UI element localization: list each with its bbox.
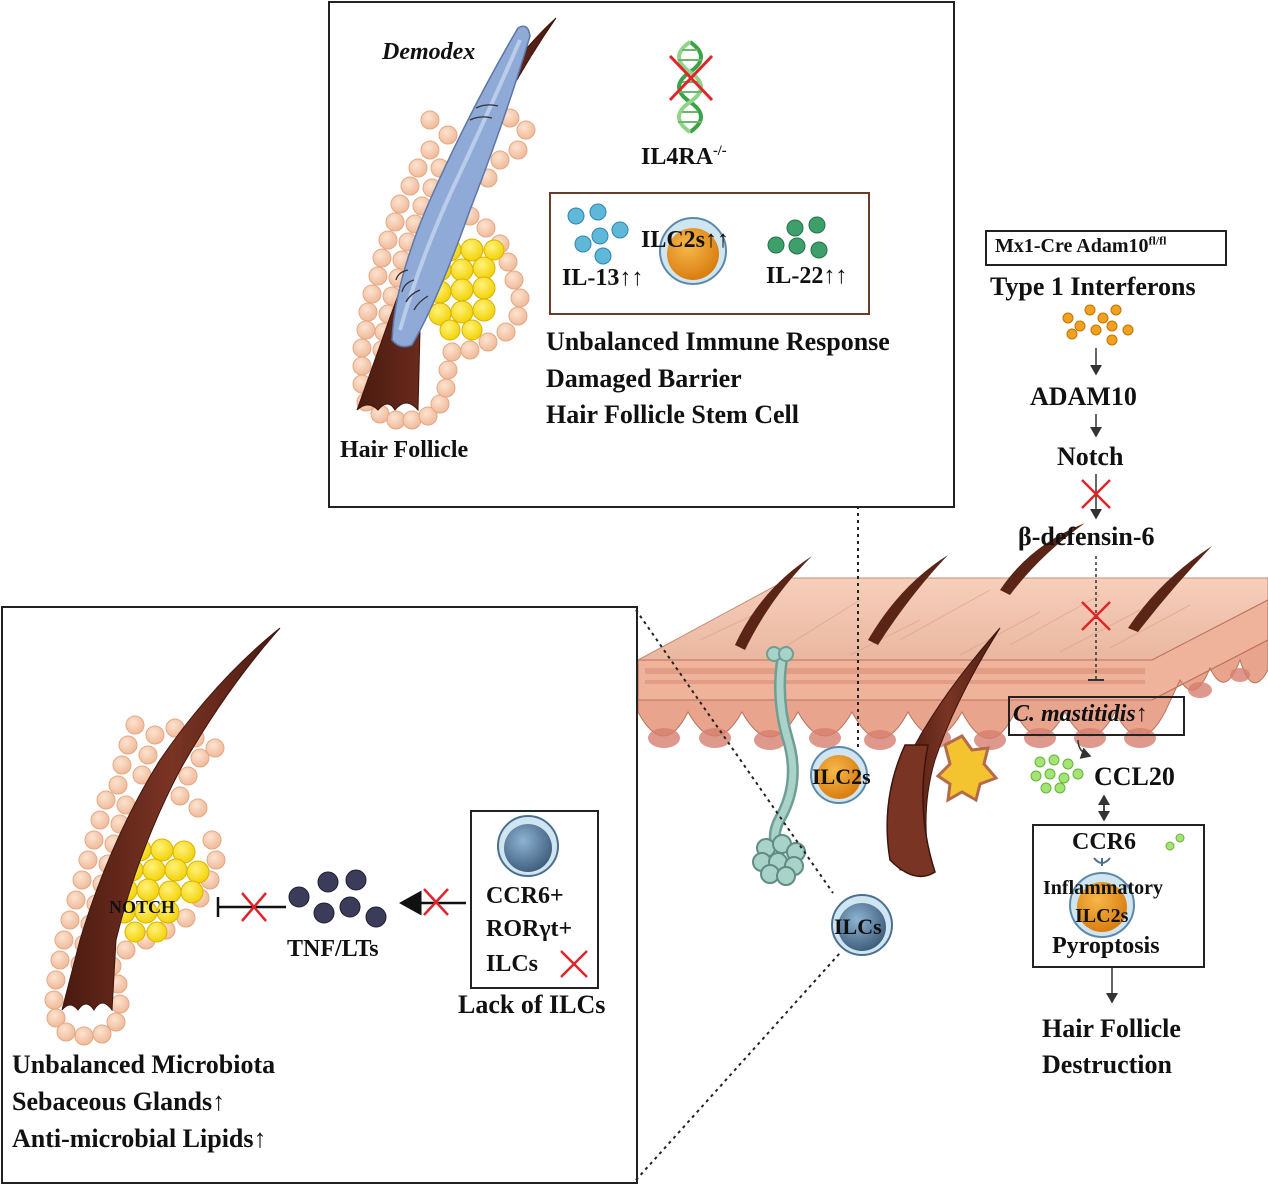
ilc-cell-skin — [831, 894, 893, 956]
ilcs-label-left: ILCs — [486, 951, 539, 977]
defensin-label: β-defensin-6 — [1018, 522, 1155, 551]
mx1-label: Mx1-Cre Adam10fl/fl — [995, 233, 1167, 257]
ilc2s-label-top: ILC2s↑↑ — [641, 227, 730, 253]
il22-label: IL-22↑↑ — [766, 263, 848, 289]
interferon-dots — [1062, 304, 1134, 346]
right-pathway-art — [1030, 304, 1185, 1004]
il4ra-label: IL4RA-/- — [641, 143, 727, 170]
adam10-label: ADAM10 — [1030, 382, 1137, 411]
ilcs-label-skin: ILCs — [834, 914, 882, 939]
ccr6-dots — [1165, 833, 1185, 851]
type1-ifn-label: Type 1 Interferons — [990, 272, 1196, 301]
skin-hair-follicle — [886, 627, 1001, 878]
dna-helix-icon — [668, 40, 714, 134]
il22-dots — [767, 216, 828, 259]
pyroptosis-label: Pyroptosis — [1052, 933, 1160, 959]
rorgt-label: RORγt+ — [486, 916, 573, 942]
notch-label-right: Notch — [1057, 442, 1124, 471]
left-line-1: Unbalanced Microbiota — [12, 1050, 276, 1079]
left-panel-art — [44, 627, 588, 1046]
connector-lines — [635, 506, 859, 1181]
il13-dots — [567, 203, 629, 265]
ccr6-label-right: CCR6 — [1072, 829, 1136, 855]
lack-of-ilcs-label: Lack of ILCs — [458, 990, 606, 1019]
lack-ilc-box — [470, 810, 599, 989]
top-line-3: Hair Follicle Stem Cell — [546, 400, 799, 429]
ccr6-plus-label: CCR6+ — [486, 883, 564, 909]
il4ra-text: IL4RA — [641, 144, 714, 170]
sweat-gland — [752, 646, 806, 886]
ilc2-cell-top — [659, 217, 727, 285]
top-panel — [328, 1, 955, 508]
ilc2s-label-skin: ILC2s — [812, 764, 871, 789]
ccr6-ilc2-box — [1032, 824, 1205, 968]
c-mastitidis-box — [1008, 696, 1185, 736]
outcome-line-1: Hair Follicle — [1042, 1014, 1181, 1043]
ilc-cell-left — [497, 815, 559, 877]
inflammatory-label: Inflammatory — [1043, 877, 1163, 899]
left-line-2: Sebaceous Glands↑ — [12, 1087, 226, 1116]
top-line-2: Damaged Barrier — [546, 364, 742, 393]
outcome-line-2: Destruction — [1042, 1050, 1172, 1079]
tnf-label: TNF/LTs — [287, 936, 379, 962]
hair-follicle-label-top: Hair Follicle — [340, 437, 469, 463]
mx1-box — [985, 230, 1227, 266]
tnf-dots — [288, 869, 387, 928]
mx1-text: Mx1-Cre Adam10 — [995, 235, 1149, 257]
cytokine-box — [549, 192, 870, 315]
skin-block — [637, 523, 1268, 956]
notch-label-left: NOTCH — [109, 897, 176, 917]
ccl20-label: CCL20 — [1094, 762, 1175, 791]
left-line-3: Anti-microbial Lipids↑ — [12, 1124, 267, 1153]
top-line-1: Unbalanced Immune Response — [546, 327, 890, 356]
demodex-label: Demodex — [382, 39, 476, 65]
ilc2-cell-skin — [810, 746, 868, 804]
ilc2s-label-right: ILC2s — [1075, 905, 1129, 927]
il4ra-superscript: -/- — [713, 143, 727, 159]
demodex-mite — [391, 25, 531, 348]
top-panel-art — [352, 17, 828, 430]
c-mastitidis-label: C. mastitidis↑ — [1013, 701, 1148, 727]
mx1-superscript: fl/fl — [1148, 233, 1167, 248]
ccl20-dots — [1030, 754, 1084, 794]
il13-label: IL-13↑↑ — [562, 265, 644, 291]
surface-hairs — [735, 523, 1212, 650]
